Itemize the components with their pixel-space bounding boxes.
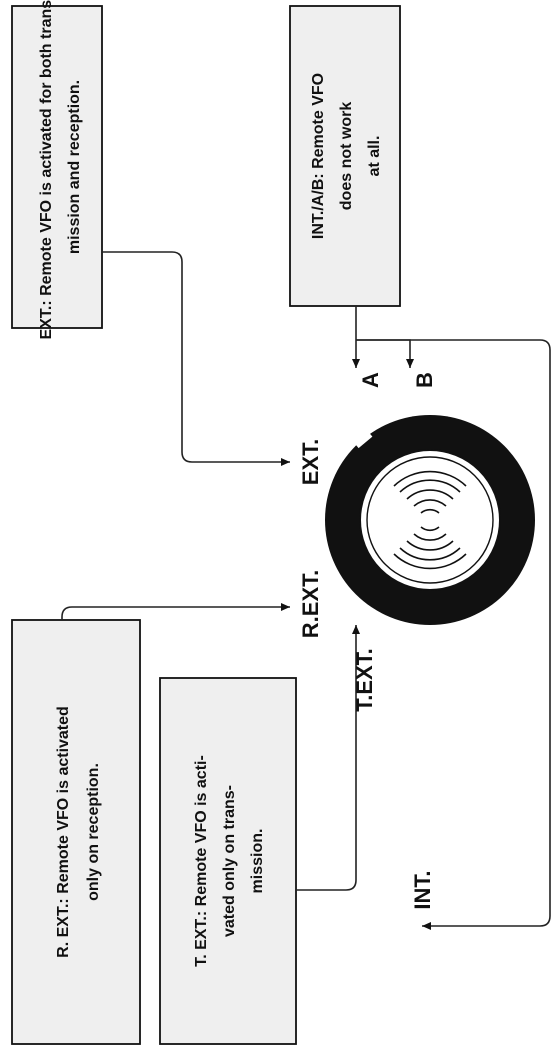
int-ab-description-line-1: INT./A/B: Remote VFO [310,73,327,239]
t-ext-description-box [159,677,297,1045]
t-ext-description-line-3: mission. [249,829,266,894]
position-label-b: B [412,372,437,388]
r-ext-description-line-1: R. EXT.: Remote VFO is activated [55,706,72,958]
int-connector [356,339,551,930]
r-ext-connector [61,603,290,620]
t-ext-description-line-2: vated only on trans- [221,785,238,937]
ext-description-line-2: mission and reception. [66,80,83,254]
position-label-r-ext: R.EXT. [298,570,323,638]
int-ab-description-line-3: at all. [366,136,383,177]
knob-pointer-indicator [349,425,373,449]
int-ab-description-box [289,5,401,307]
knob-grip-pattern [393,470,467,570]
ext-description-line-1: EXT.: Remote VFO is activated for both t… [38,0,55,339]
r-ext-description-line-2: only on reception. [85,763,102,901]
t-ext-connector [296,625,360,891]
mode-knob[interactable] [325,415,535,625]
position-label-a: A [358,372,383,388]
position-label-t-ext: T.EXT. [352,648,377,712]
knob-inner-ring [366,456,494,584]
int-ab-description-line-2: does not work [338,102,355,211]
ext-description-box [11,5,103,329]
t-ext-description-line-1: T. EXT.: Remote VFO is acti- [193,755,210,967]
ext-connector [102,251,290,466]
position-label-int: INT. [410,870,435,909]
r-ext-description-box [11,619,141,1045]
position-label-ext: EXT. [298,439,323,485]
b-connector [356,339,414,368]
